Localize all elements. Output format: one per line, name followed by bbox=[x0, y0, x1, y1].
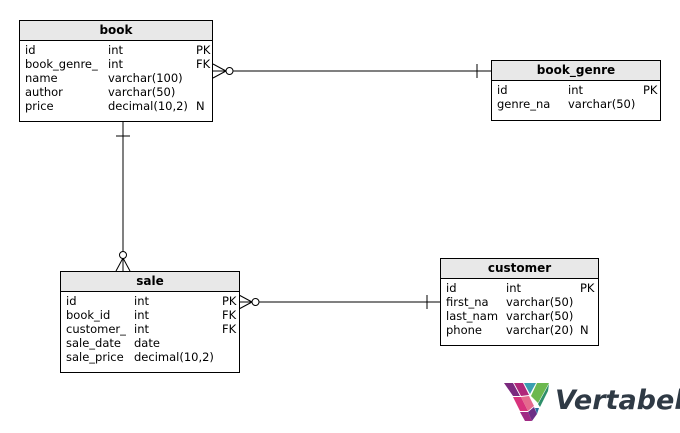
table-row: price decimal(10,2) N bbox=[25, 99, 208, 113]
column-type: int bbox=[108, 43, 123, 57]
column-type: varchar(20) bbox=[506, 323, 574, 337]
column-key: FK bbox=[222, 322, 237, 336]
column-type: int bbox=[108, 57, 123, 71]
column-name: id bbox=[25, 43, 36, 57]
vertabelo-logo-text: Vertabelo bbox=[555, 385, 680, 416]
column-key: PK bbox=[222, 294, 237, 308]
crowfoot-lower bbox=[212, 70, 227, 79]
table-row: sale_date date bbox=[66, 336, 235, 350]
column-key: PK bbox=[643, 83, 658, 97]
column-type: decimal(10,2) bbox=[108, 99, 188, 113]
vertabelo-logo: Vertabelo bbox=[504, 381, 680, 425]
table-customer-header: customer bbox=[441, 259, 598, 279]
rel-sale-customer bbox=[238, 294, 441, 310]
table-book-genre[interactable]: book_genre id int PK genre_na varchar(50) bbox=[491, 60, 661, 121]
table-sale-header: sale bbox=[61, 272, 239, 292]
table-row: first_na varchar(50) bbox=[446, 295, 594, 309]
column-key: N bbox=[580, 323, 589, 337]
zero-optional-circle bbox=[119, 251, 127, 259]
table-row: genre_na varchar(50) bbox=[497, 97, 656, 111]
column-type: varchar(50) bbox=[108, 85, 176, 99]
column-type: int bbox=[134, 308, 149, 322]
table-book-genre-header: book_genre bbox=[492, 61, 660, 81]
table-row: customer_ int FK bbox=[66, 322, 237, 336]
rel-book-book-genre bbox=[212, 63, 491, 79]
column-name: book_id bbox=[66, 308, 111, 322]
column-type: varchar(100) bbox=[108, 71, 183, 85]
table-row: book_id int FK bbox=[66, 308, 237, 322]
table-row: id int PK bbox=[446, 281, 594, 295]
zero-optional-circle bbox=[225, 67, 234, 75]
table-row: id int PK bbox=[66, 294, 237, 308]
column-type: int bbox=[134, 294, 149, 308]
crowfoot-upper bbox=[238, 294, 253, 303]
column-name: first_na bbox=[446, 295, 489, 309]
column-type: int bbox=[134, 322, 149, 336]
column-type: date bbox=[134, 336, 160, 350]
rel-book-sale bbox=[115, 122, 131, 272]
column-type: int bbox=[506, 281, 521, 295]
column-key: PK bbox=[580, 281, 595, 295]
column-name: sale_price bbox=[66, 350, 124, 364]
table-row: book_genre_ int FK bbox=[25, 57, 211, 71]
zero-optional-circle bbox=[251, 298, 260, 306]
column-name: author bbox=[25, 85, 63, 99]
column-name: book_genre_ bbox=[25, 57, 98, 71]
column-type: varchar(50) bbox=[506, 295, 574, 309]
column-key: FK bbox=[222, 308, 237, 322]
table-row: author varchar(50) bbox=[25, 85, 208, 99]
column-type: int bbox=[568, 83, 583, 97]
table-row: last_nam varchar(50) bbox=[446, 309, 594, 323]
column-name: customer_ bbox=[66, 322, 126, 336]
column-name: id bbox=[446, 281, 457, 295]
column-name: sale_date bbox=[66, 336, 121, 350]
column-key: N bbox=[196, 99, 205, 113]
column-key: FK bbox=[196, 57, 211, 71]
table-row: name varchar(100) bbox=[25, 71, 208, 85]
table-customer[interactable]: customer id int PK first_na varchar(50) las… bbox=[440, 258, 599, 346]
table-book-header: book bbox=[20, 21, 212, 41]
crowfoot-upper bbox=[212, 63, 227, 72]
column-name: genre_na bbox=[497, 97, 551, 111]
column-type: varchar(50) bbox=[506, 309, 574, 323]
column-name: phone bbox=[446, 323, 482, 337]
column-key: PK bbox=[196, 43, 211, 57]
column-type: decimal(10,2) bbox=[134, 350, 214, 364]
table-row: id int PK bbox=[497, 83, 658, 97]
column-name: id bbox=[66, 294, 77, 308]
column-name: name bbox=[25, 71, 58, 85]
table-row: id int PK bbox=[25, 43, 211, 57]
column-name: price bbox=[25, 99, 54, 113]
column-name: last_nam bbox=[446, 309, 499, 323]
crowfoot-left bbox=[115, 257, 124, 272]
column-type: varchar(50) bbox=[568, 97, 636, 111]
crowfoot-lower bbox=[238, 301, 253, 310]
crowfoot-right bbox=[122, 257, 131, 272]
vertabelo-logo-mark-icon bbox=[504, 383, 549, 421]
column-name: id bbox=[497, 83, 508, 97]
table-row: phone varchar(20) N bbox=[446, 323, 594, 337]
table-row: sale_price decimal(10,2) bbox=[66, 350, 235, 364]
